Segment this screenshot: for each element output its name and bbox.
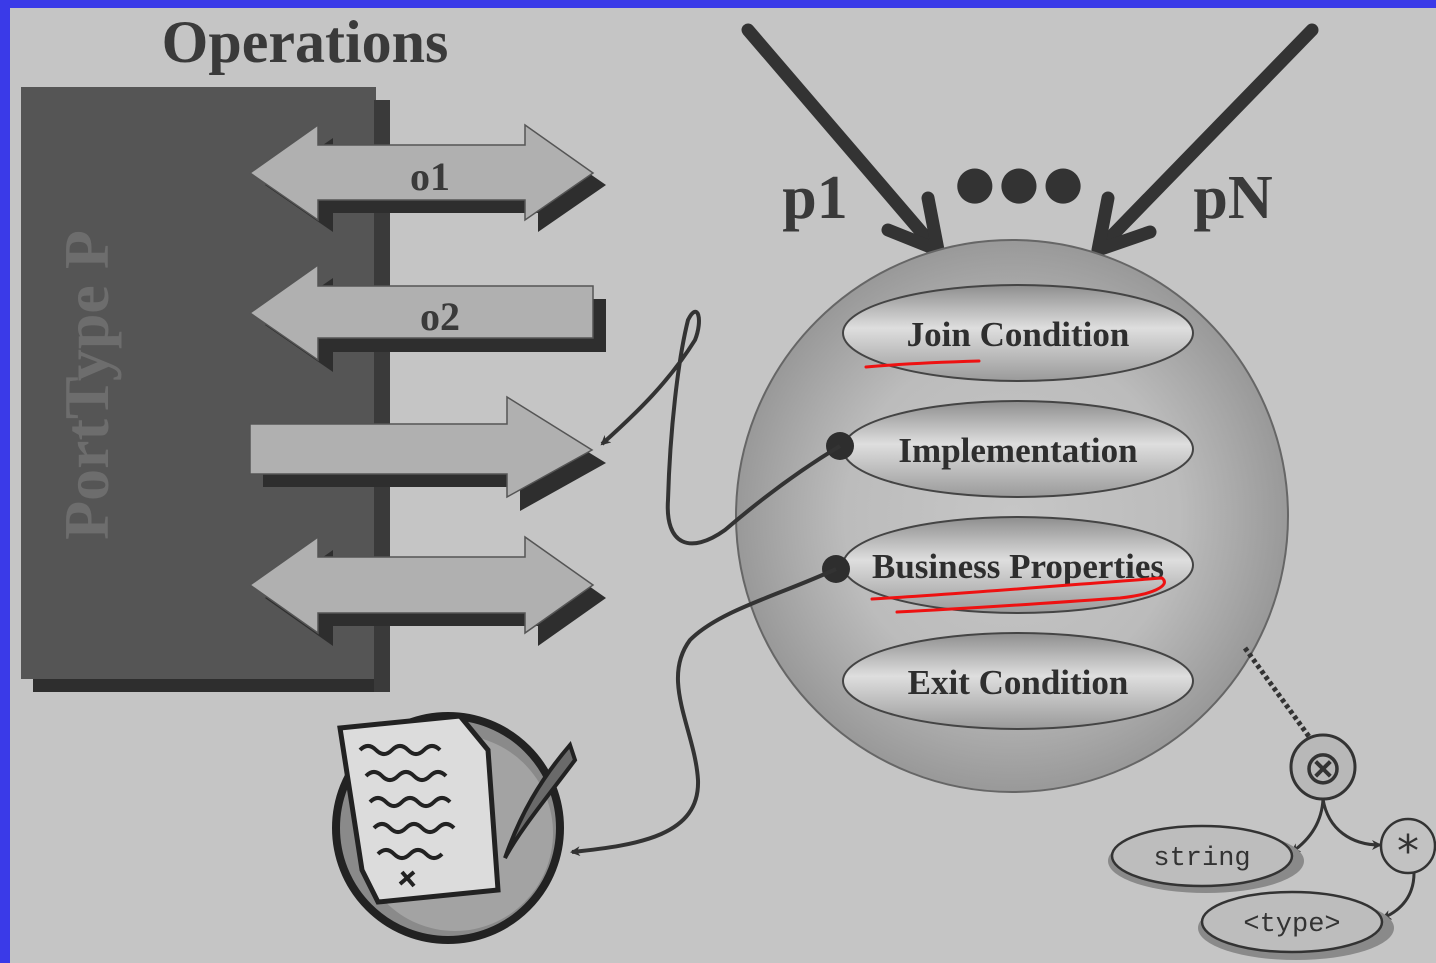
operation-arrow-o1 (248, 123, 606, 232)
partner-label-pn: pN (1193, 164, 1272, 232)
type-node (1198, 890, 1394, 960)
activity-label-exit-condition: Exit Condition (908, 663, 1129, 702)
activity-label-implementation: Implementation (898, 431, 1137, 470)
document-quill-icon (332, 712, 578, 944)
activity-label-join-condition: Join Condition (907, 315, 1130, 354)
porttype-label: PortType P (51, 230, 122, 540)
operation-arrow-4 (248, 535, 606, 646)
choice-to-string-edge (1290, 798, 1325, 854)
incoming-arrow-pn (1091, 23, 1319, 257)
repeat-node-symbol: * (1397, 826, 1419, 877)
activity-part-exit-condition (842, 632, 1194, 730)
implementation-link-line (600, 309, 842, 546)
operation-arrow-3 (249, 395, 606, 511)
choice-node-symbol: ⊗ (1303, 740, 1343, 796)
operation-label-o2: o2 (420, 294, 460, 339)
partner-label-p1: p1 (782, 164, 847, 232)
repeat-to-type-edge (1381, 872, 1416, 920)
business-link-line (570, 567, 837, 857)
type-node-label: <type> (1243, 910, 1340, 940)
partner-ellipsis: ●●● (955, 155, 1087, 209)
string-node-label: string (1153, 844, 1250, 874)
diagram-title: Operations (162, 9, 449, 75)
activity-label-business-properties: Business Properties (872, 547, 1164, 586)
choice-to-repeat-edge (1321, 798, 1382, 850)
operation-label-o1: o1 (410, 154, 450, 199)
operation-arrow-o2 (248, 263, 606, 372)
diagram-svg: Operations PortType P o1 o2 p1 pN ●●● (21, 9, 1436, 960)
repeat-node (1379, 817, 1436, 875)
annotation-underline-business (870, 576, 1166, 614)
schema-dotted-connector (1242, 646, 1313, 740)
slide-canvas: Operations PortType P o1 o2 p1 pN ●●● (10, 8, 1436, 963)
annotation-underline-join (864, 359, 981, 369)
activity-part-join-condition (842, 284, 1194, 382)
string-node (1108, 824, 1304, 893)
